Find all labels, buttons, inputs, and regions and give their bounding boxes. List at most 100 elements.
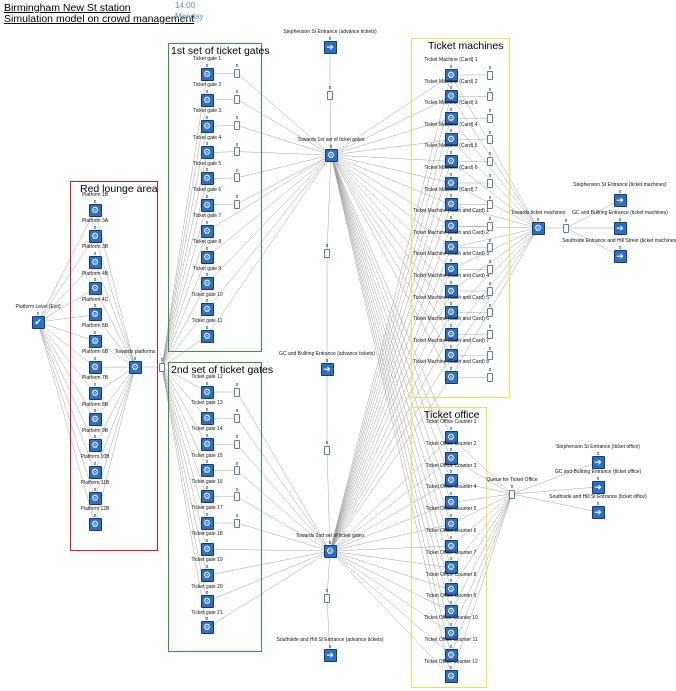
platform-block[interactable]: ⚙ bbox=[88, 334, 102, 348]
southside-advance-queue[interactable] bbox=[324, 593, 330, 603]
ticket-gate-queue[interactable] bbox=[234, 94, 240, 104]
platform-block[interactable]: ⚙ bbox=[88, 255, 102, 269]
ticket-gate-queue[interactable] bbox=[234, 199, 240, 209]
ticket-machine-queue[interactable] bbox=[487, 221, 493, 231]
ticket-machine-block[interactable]: ⚙ bbox=[444, 327, 458, 341]
ticket-gate-block[interactable]: ⚙ bbox=[200, 277, 214, 291]
ticket-gate-block[interactable]: ⚙ bbox=[200, 437, 214, 451]
ticket-office-counter-block[interactable]: ⚙ bbox=[444, 495, 458, 509]
ticket-gate-queue[interactable] bbox=[234, 492, 240, 502]
ticket-office-counter-block[interactable]: ⚙ bbox=[444, 670, 458, 684]
platform-block[interactable]: ⚙ bbox=[88, 229, 102, 243]
ticket-office-entrance[interactable]: ➔ bbox=[591, 455, 605, 469]
ticket-office-counter-block[interactable]: ⚙ bbox=[444, 561, 458, 575]
ticket-machine-block[interactable]: ⚙ bbox=[444, 133, 458, 147]
ticket-office-counter-block[interactable]: ⚙ bbox=[444, 583, 458, 597]
ticket-machine-block[interactable]: ⚙ bbox=[444, 176, 458, 190]
towards-gates-1-block[interactable]: ⚙ bbox=[324, 148, 338, 162]
ticket-gate-block[interactable]: ⚙ bbox=[200, 146, 214, 160]
ticket-machine-queue[interactable] bbox=[487, 178, 493, 188]
ticket-machine-queue[interactable] bbox=[487, 264, 493, 274]
platform-block[interactable]: ⚙ bbox=[88, 360, 102, 374]
ticket-machine-queue[interactable] bbox=[487, 286, 493, 296]
ticket-machine-block[interactable]: ⚙ bbox=[444, 262, 458, 276]
ticket-gate-block[interactable]: ⚙ bbox=[200, 67, 214, 81]
ticket-office-counter-block[interactable]: ⚙ bbox=[444, 626, 458, 640]
platform-block[interactable]: ⚙ bbox=[88, 386, 102, 400]
ticket-gate-block[interactable]: ⚙ bbox=[200, 303, 214, 317]
ticket-machine-block[interactable]: ⚙ bbox=[444, 111, 458, 125]
ticket-gate-block[interactable]: ⚙ bbox=[200, 568, 214, 582]
ticket-office-counter-block[interactable]: ⚙ bbox=[444, 539, 458, 553]
platform-block[interactable]: ⚙ bbox=[88, 465, 102, 479]
ticket-gate-block[interactable]: ⚙ bbox=[200, 385, 214, 399]
ticket-gate-block[interactable]: ⚙ bbox=[200, 595, 214, 609]
platform-block[interactable]: ⚙ bbox=[88, 308, 102, 322]
ticket-office-counter-block[interactable]: ⚙ bbox=[444, 648, 458, 662]
ticket-machine-queue[interactable] bbox=[487, 92, 493, 102]
ticket-machine-entrance[interactable]: ➔ bbox=[613, 193, 627, 207]
stephenson-advance-entrance[interactable]: ➔ bbox=[323, 40, 337, 54]
ticket-office-entrance[interactable]: ➔ bbox=[591, 505, 605, 519]
platform-block[interactable]: ⚙ bbox=[88, 517, 102, 531]
ticket-machine-block[interactable]: ⚙ bbox=[444, 219, 458, 233]
ticket-machine-queue[interactable] bbox=[487, 372, 493, 382]
ticket-machine-block[interactable]: ⚙ bbox=[444, 349, 458, 363]
queue-for-ticket-office[interactable] bbox=[509, 489, 515, 499]
ticket-office-counter-block[interactable]: ⚙ bbox=[444, 452, 458, 466]
ticket-gate-block[interactable]: ⚙ bbox=[200, 329, 214, 343]
ticket-gate-queue[interactable] bbox=[234, 147, 240, 157]
ticket-gate-queue[interactable] bbox=[234, 518, 240, 528]
ticket-office-counter-block[interactable]: ⚙ bbox=[444, 604, 458, 618]
ticket-machine-entrance[interactable]: ➔ bbox=[613, 221, 627, 235]
ticket-gate-block[interactable]: ⚙ bbox=[200, 119, 214, 133]
ticket-machine-block[interactable]: ⚙ bbox=[444, 68, 458, 82]
ticket-gate-queue[interactable] bbox=[234, 173, 240, 183]
ticket-gate-block[interactable]: ⚙ bbox=[200, 621, 214, 635]
towards-gates-1-queue[interactable] bbox=[324, 248, 330, 258]
towards-ticket-machines-block[interactable]: ⚙ bbox=[531, 221, 545, 235]
ticket-machine-block[interactable]: ⚙ bbox=[444, 284, 458, 298]
towards-gates-2-queue[interactable] bbox=[324, 445, 330, 455]
ticket-gate-block[interactable]: ⚙ bbox=[200, 464, 214, 478]
ticket-machine-block[interactable]: ⚙ bbox=[444, 306, 458, 320]
platform-block[interactable]: ⚙ bbox=[88, 439, 102, 453]
platform-block[interactable]: ⚙ bbox=[88, 491, 102, 505]
ticket-gate-block[interactable]: ⚙ bbox=[200, 490, 214, 504]
ticket-gate-block[interactable]: ⚙ bbox=[200, 93, 214, 107]
ticket-machine-queue[interactable] bbox=[487, 200, 493, 210]
ticket-gate-queue[interactable] bbox=[234, 466, 240, 476]
ticket-machine-queue[interactable] bbox=[487, 113, 493, 123]
platform-block[interactable]: ⚙ bbox=[88, 413, 102, 427]
ticket-gate-block[interactable]: ⚙ bbox=[200, 411, 214, 425]
ticket-machine-block[interactable]: ⚙ bbox=[444, 198, 458, 212]
ticket-machine-queue[interactable] bbox=[487, 156, 493, 166]
ticket-office-entrance[interactable]: ➔ bbox=[591, 480, 605, 494]
ticket-gate-queue[interactable] bbox=[234, 439, 240, 449]
ticket-machine-queue[interactable] bbox=[487, 351, 493, 361]
ticket-machine-block[interactable]: ⚙ bbox=[444, 370, 458, 384]
ticket-gate-block[interactable]: ⚙ bbox=[200, 224, 214, 238]
towards-platforms-block[interactable]: ⚙ bbox=[128, 360, 142, 374]
towards-platforms-queue[interactable] bbox=[159, 362, 165, 372]
ticket-machine-queue[interactable] bbox=[487, 329, 493, 339]
southside-advance-entrance[interactable]: ➔ bbox=[323, 648, 337, 662]
ticket-gate-block[interactable]: ⚙ bbox=[200, 250, 214, 264]
ticket-machine-entrance[interactable]: ➔ bbox=[613, 249, 627, 263]
ticket-machine-block[interactable]: ⚙ bbox=[444, 241, 458, 255]
platform-block[interactable]: ⚙ bbox=[88, 282, 102, 296]
ticket-gate-block[interactable]: ⚙ bbox=[200, 198, 214, 212]
ticket-gate-block[interactable]: ⚙ bbox=[200, 542, 214, 556]
stephenson-advance-queue[interactable] bbox=[327, 90, 333, 100]
ticket-office-counter-block[interactable]: ⚙ bbox=[444, 474, 458, 488]
gc-bullring-advance-entrance[interactable]: ➔ bbox=[320, 362, 334, 376]
platform-exit-block[interactable]: ✔ bbox=[31, 315, 45, 329]
ticket-office-counter-block[interactable]: ⚙ bbox=[444, 517, 458, 531]
ticket-gate-queue[interactable] bbox=[234, 413, 240, 423]
ticket-gate-block[interactable]: ⚙ bbox=[200, 516, 214, 530]
ticket-gate-block[interactable]: ⚙ bbox=[200, 172, 214, 186]
ticket-machine-block[interactable]: ⚙ bbox=[444, 90, 458, 104]
ticket-gate-queue[interactable] bbox=[234, 120, 240, 130]
ticket-machine-queue[interactable] bbox=[487, 243, 493, 253]
ticket-machine-block[interactable]: ⚙ bbox=[444, 154, 458, 168]
